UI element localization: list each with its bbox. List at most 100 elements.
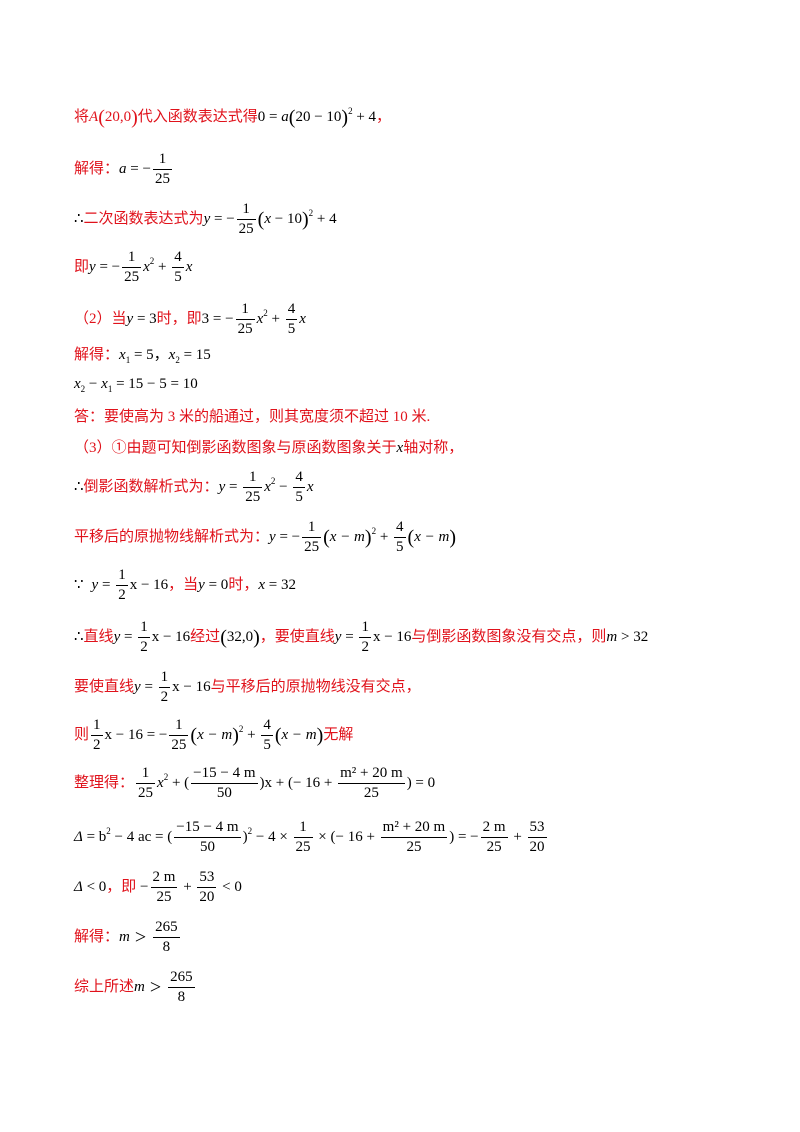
text: （3）①由题可知倒影函数图象与原函数图象关于 <box>74 440 397 456</box>
numerator: 4 <box>172 250 184 268</box>
text: 综上所述 <box>74 979 135 995</box>
answer-text: 答：要使高为 3 米的船通过，则其宽度须不超过 10 米. <box>74 409 431 425</box>
math-expr: = 0 <box>204 577 229 593</box>
math-expr: x − 16 <box>151 629 191 645</box>
line-1: 将A(20,0)代入函数表达式得0 = a(20 − 10)2 + 4， <box>74 107 391 128</box>
numerator: 1 <box>243 470 263 488</box>
denominator: 20 <box>529 839 545 855</box>
math-value: 0 <box>257 109 266 125</box>
therefore-symbol: ∴ <box>74 479 84 495</box>
numerator: 2 m <box>480 820 508 838</box>
math-var: x <box>74 376 81 392</box>
math-expr: − 16 + <box>335 829 379 845</box>
text: （2）当 <box>74 311 127 327</box>
exponent: 2 <box>263 307 268 318</box>
math-expr: > 32 <box>617 629 649 645</box>
numerator: 265 <box>168 970 195 988</box>
math-value: 20,0 <box>104 109 132 125</box>
subscript: 1 <box>107 384 113 394</box>
text: 要使直线 <box>74 679 135 695</box>
math-var: a <box>281 109 289 125</box>
text: 时， <box>228 577 259 593</box>
denominator: 20 <box>199 889 215 905</box>
text: 时，即 <box>156 311 202 327</box>
denominator: 2 <box>160 689 169 705</box>
numerator: 1 <box>91 718 103 736</box>
math-expr: × ( <box>314 829 336 845</box>
numerator: 1 <box>293 820 313 838</box>
numerator: 1 <box>158 670 171 688</box>
text: 解得： <box>74 347 120 363</box>
math-op: > <box>129 926 152 949</box>
denominator: 5 <box>263 737 271 753</box>
math-op: + <box>154 259 171 275</box>
math-expr: ) = − <box>449 829 479 845</box>
denominator: 50 <box>216 785 232 801</box>
paren: ( <box>323 526 330 549</box>
math-op: + ( <box>168 775 190 791</box>
text: 代入函数表达式得 <box>137 109 258 125</box>
math-expr: x − m <box>414 529 450 545</box>
math-var: y <box>126 311 134 327</box>
numerator: 53 <box>197 870 217 888</box>
numerator: 4 <box>285 302 298 320</box>
denominator: 8 <box>162 939 171 955</box>
text: 解得： <box>74 161 120 177</box>
numerator: 1 <box>152 152 172 170</box>
math-var: y <box>91 577 99 593</box>
denominator: 5 <box>287 321 296 337</box>
math-expr: = 32 <box>265 577 296 593</box>
text: 轴对称， <box>403 440 464 456</box>
math-var: x <box>264 211 271 227</box>
exponent: 2 <box>308 207 314 218</box>
denominator: 8 <box>177 989 186 1005</box>
numerator: −15 − 4 m <box>174 820 241 838</box>
math-var: y <box>113 629 121 645</box>
math-var: x <box>258 577 265 593</box>
paren: ) <box>316 724 324 747</box>
math-op: + <box>179 879 196 895</box>
numerator: 1 <box>236 202 256 220</box>
math-var: a <box>119 161 127 177</box>
answer-line: 答：要使高为 3 米的船通过，则其宽度须不超过 10 米. <box>74 410 430 425</box>
text: 与平移后的原抛物线没有交点， <box>210 679 421 695</box>
paren: ( <box>190 724 198 747</box>
math-expr: − 10 <box>271 211 302 227</box>
math-expr: − 4 ac = ( <box>110 829 173 845</box>
math-var: m <box>134 979 145 995</box>
math-op: = <box>225 479 242 495</box>
math-var: x <box>185 259 193 275</box>
paren: ( <box>407 526 415 549</box>
math-expr: x + ( <box>264 775 293 791</box>
denominator: 5 <box>174 269 182 285</box>
math-op: + <box>509 829 526 845</box>
denominator: 25 <box>138 785 154 801</box>
math-expr: x − m <box>281 727 317 743</box>
paren: ) <box>341 106 349 129</box>
exponent: 2 <box>149 255 155 266</box>
math-var: x <box>256 311 264 327</box>
exponent: 2 <box>270 475 276 486</box>
denominator: 25 <box>154 171 170 187</box>
math-expr: + 4 <box>352 109 377 125</box>
text: ，即 <box>106 879 137 895</box>
